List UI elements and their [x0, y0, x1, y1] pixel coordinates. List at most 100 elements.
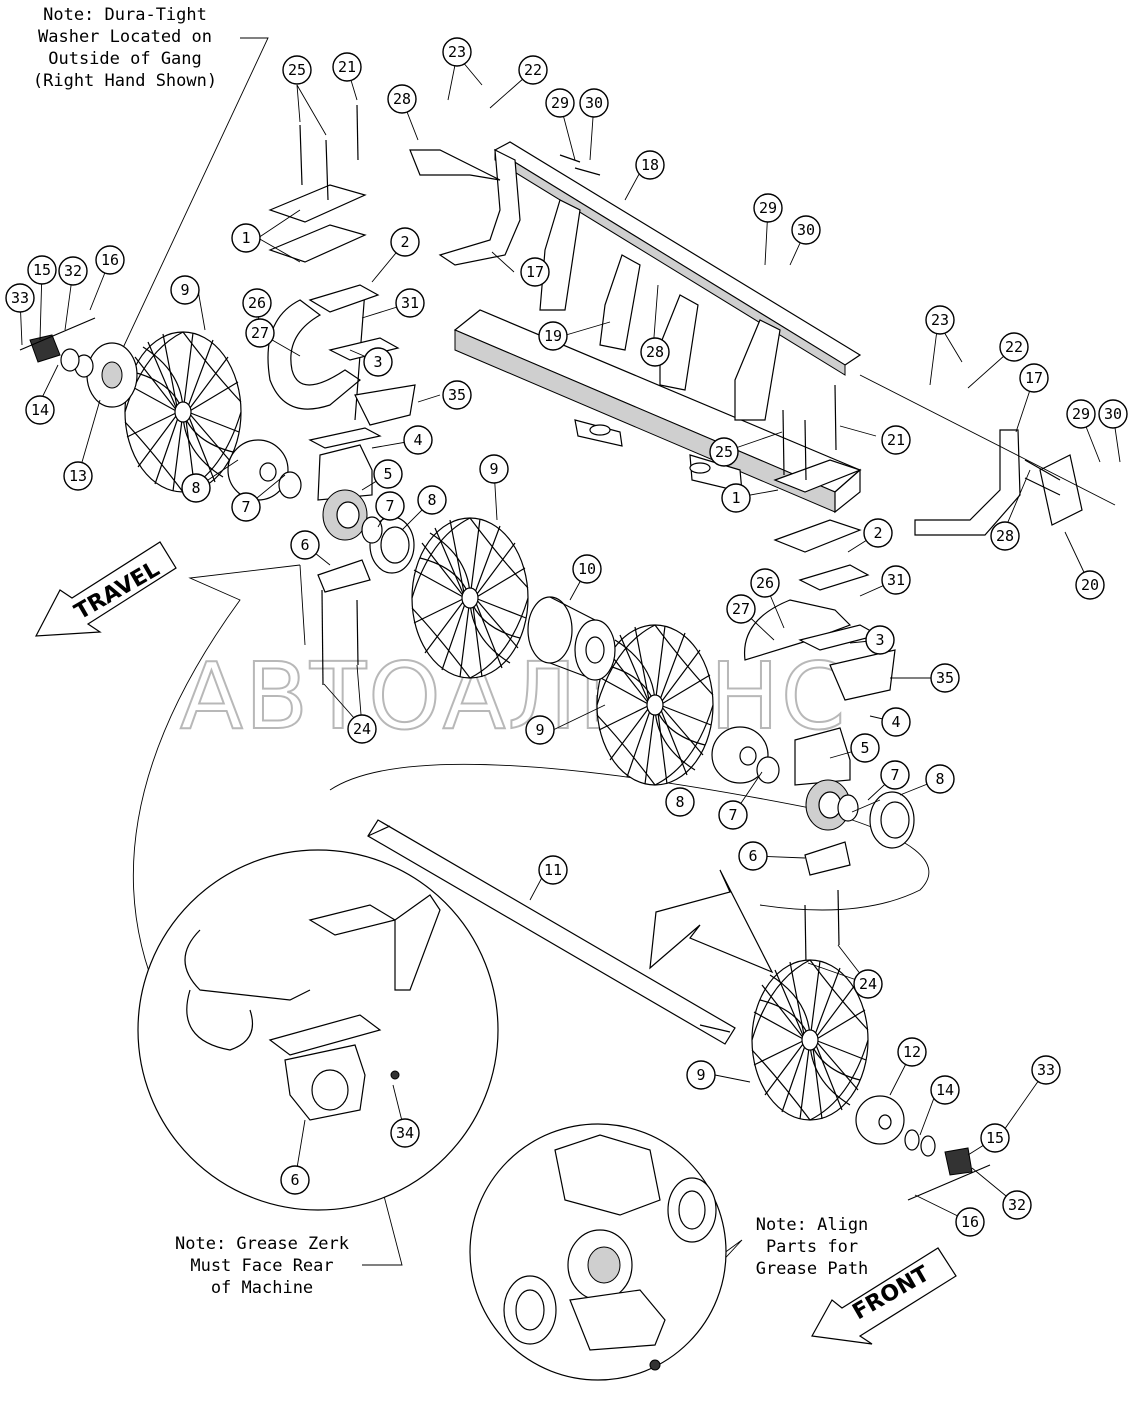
callout-6-a: 6	[290, 530, 320, 560]
callout-3-b: 3	[865, 625, 895, 655]
callout-2-b: 2	[863, 518, 893, 548]
svg-text:14: 14	[936, 1081, 954, 1099]
callout-16-b: 16	[955, 1207, 985, 1237]
callout-9-d: 9	[686, 1060, 716, 1090]
svg-text:4: 4	[891, 713, 900, 731]
svg-text:6: 6	[748, 847, 757, 865]
callout-2-a: 2	[390, 227, 420, 257]
note-grease-zerk-line-3: of Machine	[211, 1278, 313, 1298]
svg-text:31: 31	[887, 571, 905, 589]
svg-text:9: 9	[489, 460, 498, 478]
svg-text:22: 22	[1005, 338, 1023, 356]
callout-14-a: 14	[25, 395, 55, 425]
note-align-parts-line-1: Note: Align	[756, 1215, 869, 1235]
svg-text:2: 2	[873, 524, 882, 542]
callout-9-c: 9	[525, 715, 555, 745]
callout-29-b: 29	[753, 193, 783, 223]
svg-text:16: 16	[961, 1213, 979, 1231]
callout-20: 20	[1075, 570, 1105, 600]
callout-23-b: 23	[925, 305, 955, 335]
detail-circle-grease-zerk	[137, 849, 499, 1211]
svg-text:9: 9	[696, 1066, 705, 1084]
svg-text:17: 17	[1025, 369, 1043, 387]
note-align-parts-line-2: Parts for	[766, 1237, 858, 1257]
scraper-bar-assembly	[409, 141, 862, 421]
front-arrow: FRONT	[811, 1247, 957, 1345]
note-dura-tight-line-4: (Right Hand Shown)	[33, 71, 217, 91]
detail-circle-grease-path	[469, 1123, 727, 1381]
svg-text:9: 9	[535, 721, 544, 739]
svg-text:4: 4	[413, 431, 422, 449]
svg-text:34: 34	[396, 1124, 414, 1142]
svg-text:29: 29	[1072, 405, 1090, 423]
callout-33-a: 33	[5, 283, 35, 313]
spool-10	[527, 596, 616, 681]
callout-5-b: 5	[850, 733, 880, 763]
svg-text:3: 3	[373, 353, 382, 371]
svg-text:22: 22	[524, 61, 542, 79]
callout-35-b: 35	[930, 663, 960, 693]
svg-text:28: 28	[996, 527, 1014, 545]
callout-33-b: 33	[1031, 1055, 1061, 1085]
svg-text:8: 8	[427, 491, 436, 509]
svg-text:29: 29	[551, 94, 569, 112]
callout-7-c: 7	[880, 760, 910, 790]
svg-text:30: 30	[1104, 405, 1122, 423]
svg-text:3: 3	[875, 631, 884, 649]
svg-text:29: 29	[759, 199, 777, 217]
callout-24-a: 24	[347, 714, 377, 744]
callout-14-b: 14	[930, 1075, 960, 1105]
svg-text:6: 6	[300, 536, 309, 554]
svg-text:6: 6	[290, 1171, 299, 1189]
callout-13: 13	[63, 461, 93, 491]
svg-text:32: 32	[64, 262, 82, 280]
callout-15-a: 15	[27, 255, 57, 285]
svg-text:27: 27	[732, 600, 750, 618]
travel-arrow: TRAVEL	[34, 541, 177, 637]
disc-blade-center	[411, 517, 529, 679]
svg-text:35: 35	[448, 386, 466, 404]
callout-24-b: 24	[853, 969, 883, 999]
callout-32-a: 32	[58, 256, 88, 286]
svg-text:21: 21	[887, 431, 905, 449]
callout-4-b: 4	[881, 707, 911, 737]
callout-22-a: 22	[518, 55, 548, 85]
callout-28-a: 28	[387, 84, 417, 114]
svg-text:9: 9	[180, 281, 189, 299]
svg-text:26: 26	[756, 574, 774, 592]
svg-text:24: 24	[353, 720, 371, 738]
callout-35-a: 35	[442, 380, 472, 410]
svg-text:15: 15	[986, 1129, 1004, 1147]
callout-15-b: 15	[980, 1123, 1010, 1153]
callout-12: 12	[897, 1037, 927, 1067]
callout-29-a: 29	[545, 88, 575, 118]
callout-11: 11	[538, 855, 568, 885]
callout-8-c: 8	[925, 764, 955, 794]
svg-text:23: 23	[448, 43, 466, 61]
leader-lines	[19, 54, 1121, 1223]
svg-text:5: 5	[383, 465, 392, 483]
disc-blade-upper-left	[124, 331, 242, 493]
svg-text:30: 30	[797, 221, 815, 239]
svg-text:7: 7	[241, 498, 250, 516]
callout-1-a: 1	[231, 223, 261, 253]
svg-text:10: 10	[578, 560, 596, 578]
callout-30-a: 30	[579, 88, 609, 118]
note-dura-tight-line-3: Outside of Gang	[48, 49, 202, 69]
callout-7-a: 7	[375, 491, 405, 521]
svg-text:20: 20	[1081, 576, 1099, 594]
svg-text:8: 8	[675, 793, 684, 811]
note-grease-zerk-line-2: Must Face Rear	[190, 1256, 333, 1276]
callout-32-b: 32	[1002, 1190, 1032, 1220]
svg-text:17: 17	[526, 263, 544, 281]
callout-30-b: 30	[791, 215, 821, 245]
callout-8-a: 8	[417, 485, 447, 515]
svg-text:5: 5	[860, 739, 869, 757]
note-grease-zerk-line-1: Note: Grease Zerk	[175, 1234, 349, 1254]
svg-text:8: 8	[191, 479, 200, 497]
svg-text:31: 31	[401, 294, 419, 312]
callout-10: 10	[572, 554, 602, 584]
note-align-parts-line-3: Grease Path	[756, 1259, 869, 1279]
svg-text:21: 21	[338, 58, 356, 76]
svg-text:1: 1	[241, 229, 250, 247]
